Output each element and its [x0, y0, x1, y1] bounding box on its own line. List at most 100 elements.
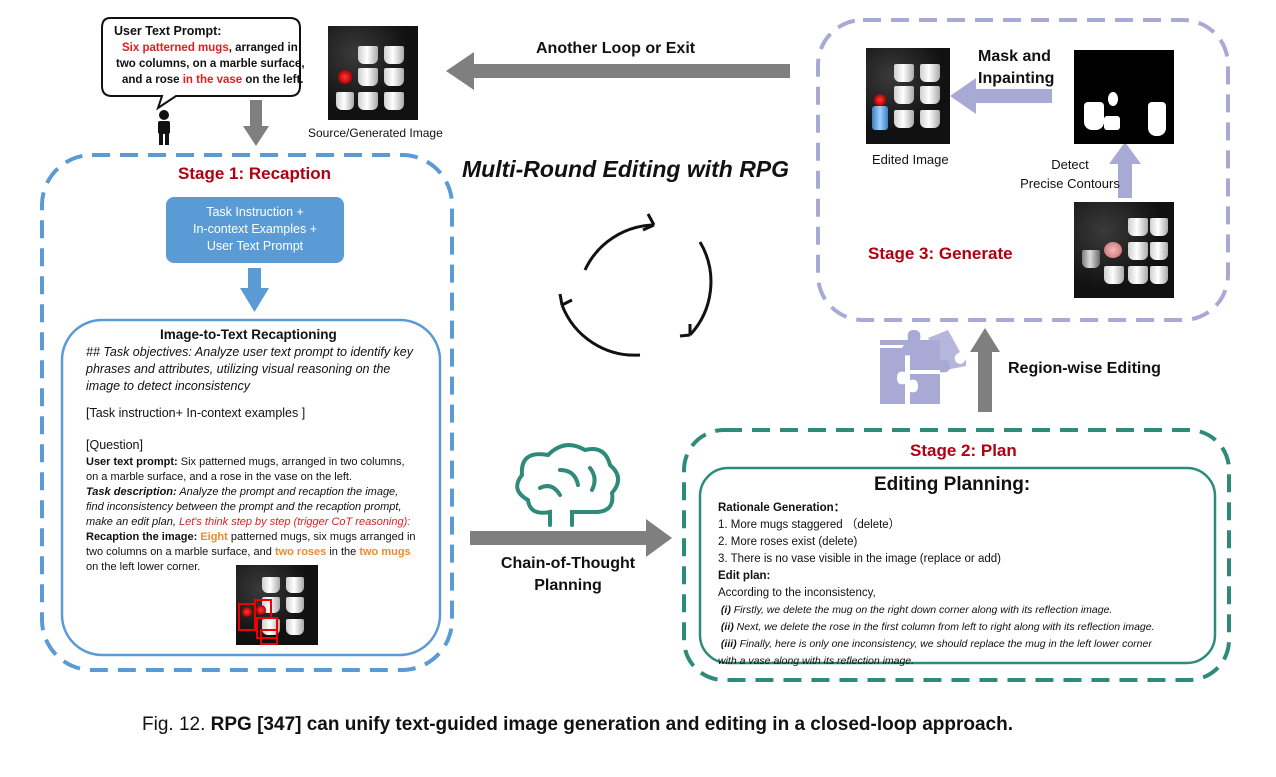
caption-prefix: Fig. 12.	[142, 714, 206, 735]
edited-image-caption: Edited Image	[872, 152, 949, 167]
cycle-icon	[558, 213, 713, 357]
mask-label: Mask and Inpainting	[978, 46, 1054, 90]
recaption-text-2a: two columns on a marble surface, and	[86, 546, 275, 558]
objective-line-2: phrases and attributes, utilizing visual…	[86, 362, 391, 376]
edit-step-2: (ii) Next, we delete the rose in the fir…	[718, 619, 1155, 636]
task-desc-line-3: make an edit plan, Let's think step by s…	[86, 515, 416, 530]
puzzle-icon	[880, 330, 966, 404]
user-prompt-text-2: on a marble surface, and a rose in the v…	[86, 471, 352, 483]
recaption-line-1: Recaption the image: Eight patterned mug…	[86, 530, 416, 545]
recaption-text-1: patterned mugs, six mugs arranged in	[227, 531, 416, 543]
recaption-two-roses: two roses	[274, 546, 327, 558]
detect-label-line-2: Precise Contours	[1020, 176, 1120, 191]
cot-arrow	[470, 519, 672, 557]
stage2-dashed-frame	[682, 428, 1231, 682]
edit-step-3: (iii) Finally, here is only one inconsis…	[718, 636, 1155, 653]
stage1-down-arrow	[240, 268, 269, 312]
prompt-heading-text: User Text Prompt	[114, 24, 218, 38]
cot-label-line-1: Chain-of-Thought	[500, 555, 636, 572]
prompt-bubble-heading: User Text Prompt:	[114, 24, 221, 38]
prompt-bubble-line2: two columns, on a marble surface,	[116, 58, 305, 70]
recaption-eight: Eight	[200, 531, 228, 543]
planning-panel-frame	[698, 466, 1217, 665]
recaption-line-2: two columns on a marble surface, and two…	[86, 545, 416, 560]
bubble-down-arrow	[243, 100, 269, 146]
rationale-item-3: 3. There is no vase visible in the image…	[718, 553, 1001, 565]
stage3-title: Stage 3: Generate	[868, 244, 1013, 263]
center-title: Multi-Round Editing with RPG	[462, 156, 790, 182]
edit-step-3-num: (iii)	[720, 638, 737, 650]
detection-box	[254, 599, 272, 619]
instruction-line-2: In-context Examples +	[192, 222, 318, 236]
stage3-source-image	[1074, 202, 1174, 298]
prompt-line3-a: and a rose	[122, 74, 183, 86]
prompt-red-vase: in the vase	[182, 74, 243, 86]
caption-text: RPG [347] can unify text-guided image ge…	[210, 714, 1013, 735]
source-image	[328, 26, 418, 120]
prompt-line3-b: on the left.	[242, 74, 304, 86]
recaption-label: Recaption the image:	[86, 531, 198, 543]
region-up-arrow	[970, 328, 1000, 412]
recaption-text-2b: in the	[326, 546, 360, 558]
user-prompt-line-1: User text prompt: Six patterned mugs, ar…	[86, 455, 416, 470]
prompt-bubble-line3: and a rose in the vase on the left.	[122, 74, 304, 86]
question-label: [Question]	[86, 438, 143, 452]
loop-label: Another Loop or Exit	[536, 40, 696, 57]
detect-up-arrow	[1109, 142, 1141, 198]
instruction-line-3: User Text Prompt	[206, 239, 304, 253]
planning-panel-title: Editing Planning:	[874, 474, 1031, 495]
recaption-two-mugs: two mugs	[359, 546, 411, 558]
recaption-text-3: on the left lower corner.	[86, 561, 201, 573]
recaption-annotated-image	[236, 565, 318, 645]
task-desc-text-3: make an edit plan,	[86, 516, 179, 528]
edit-step-1-num: (i)	[720, 604, 731, 616]
person-icon	[158, 110, 170, 145]
rationale-item-1: 1. More mugs staggered （delete）	[718, 519, 901, 531]
mask-label-line-2: Inpainting	[978, 70, 1055, 87]
instruction-line-1: Task Instruction +	[206, 205, 304, 219]
task-desc-label: Task description:	[86, 486, 177, 498]
prompt-line1-rest: , arranged in	[228, 42, 298, 54]
recaption-panel-title: Image-to-Text Recaptioning	[160, 327, 337, 342]
rationale-label: Rationale Generation：	[718, 502, 846, 514]
task-desc-text-1: Analyze the prompt and recaption the ima…	[176, 486, 399, 498]
edit-step-2-text: Next, we delete the rose in the first co…	[733, 621, 1155, 633]
edit-step-3-cont: with a vase along with its reflection im…	[718, 655, 915, 667]
recaption-panel-frame	[60, 318, 442, 657]
figure-caption: Fig. 12. RPG [347] can unify text-guided…	[142, 714, 1013, 736]
bracket-line: [Task instruction+ In-context examples ]	[86, 406, 306, 420]
question-block: User text prompt: Six patterned mugs, ar…	[86, 455, 416, 575]
planning-content: Rationale Generation： 1. More mugs stagg…	[718, 500, 1155, 670]
task-desc-text-2: find inconsistency between the prompt an…	[86, 501, 402, 513]
detection-box	[256, 617, 278, 639]
inpaint-left-arrow	[950, 78, 1052, 114]
edit-plan-intro: According to the inconsistency,	[718, 587, 876, 599]
edit-plan-label: Edit plan:	[718, 570, 771, 582]
detect-label: Detect Precise Contours	[1010, 155, 1130, 193]
edit-step-1: (i) Firstly, we delete the mug on the ri…	[718, 602, 1155, 619]
instruction-box: Task Instruction + In-context Examples +…	[166, 197, 344, 263]
cot-label: Chain-of-Thought Planning	[488, 553, 648, 597]
stage1-dashed-frame	[40, 153, 454, 672]
detect-label-line-1: Detect	[1051, 157, 1089, 172]
edited-image	[866, 48, 950, 144]
brain-icon	[515, 443, 620, 527]
prompt-bubble-line1: Six patterned mugs, arranged in	[122, 42, 298, 54]
edit-step-3-text: Finally, here is only one inconsistency,…	[736, 638, 1152, 650]
source-image-caption: Source/Generated Image	[308, 126, 443, 140]
objective-text: ## Task objectives: Analyze user text pr…	[86, 344, 413, 395]
mask-label-line-1: Mask and	[978, 48, 1051, 65]
loop-back-arrow	[446, 52, 790, 90]
objective-line-3: image to detect inconsistency	[86, 379, 250, 393]
stage2-title: Stage 2: Plan	[910, 441, 1017, 460]
stage1-title: Stage 1: Recaption	[178, 164, 332, 183]
mask-image	[1074, 50, 1174, 144]
objective-line-1: ## Task objectives: Analyze user text pr…	[86, 345, 414, 359]
cot-label-line-2: Planning	[534, 577, 602, 594]
detection-box	[260, 629, 278, 645]
edit-step-1-text: Firstly, we delete the mug on the right …	[730, 604, 1113, 616]
user-prompt-text-1: Six patterned mugs, arranged in two colu…	[177, 456, 405, 468]
task-desc-line-1: Task description: Analyze the prompt and…	[86, 485, 416, 500]
task-desc-cot: Let's think step by step (trigger CoT re…	[178, 516, 411, 528]
